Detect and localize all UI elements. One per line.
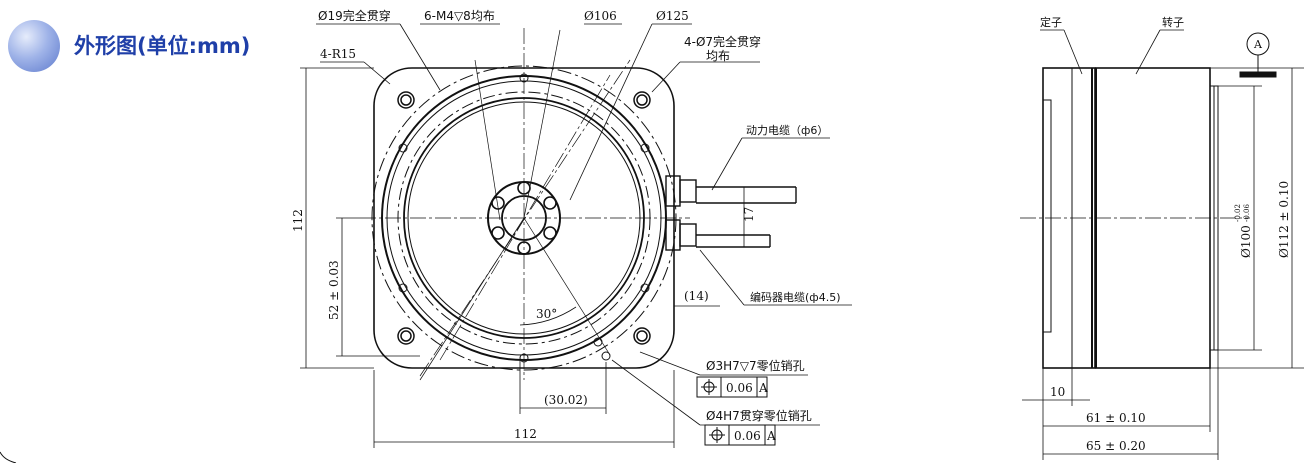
- label-dim-10: 10: [1050, 385, 1065, 399]
- label-datum: A: [1253, 38, 1263, 51]
- side-view: [1020, 29, 1304, 460]
- mount-hole: [397, 327, 415, 345]
- mount-hole: [397, 91, 415, 109]
- label-mount-holes-1: 4-Ø7完全贯穿: [684, 34, 761, 49]
- label-pin1: Ø3H7▽7零位销孔: [706, 358, 805, 373]
- label-dia-125: Ø125: [656, 9, 689, 23]
- label-pin1-ref: A: [758, 381, 768, 395]
- front-view: [300, 23, 852, 448]
- label-dia-106: Ø106: [584, 9, 617, 23]
- label-dia-100-lower: -0.06: [1243, 204, 1251, 222]
- label-pin1-tol: 0.06: [726, 381, 753, 395]
- label-dim-61: 61 ± 0.10: [1086, 411, 1146, 425]
- label-height-112: 112: [291, 209, 305, 232]
- label-width-112: 112: [514, 427, 537, 441]
- ring-screws: [398, 73, 650, 363]
- label-dim-14: (14): [684, 289, 709, 303]
- label-dia-100-upper: -0.02: [1234, 204, 1242, 222]
- tapped-hole: [543, 196, 557, 210]
- label-dim-3002: (30.02): [544, 393, 588, 407]
- label-mount-holes-2: 均布: [706, 49, 730, 63]
- tapped-hole: [491, 226, 505, 240]
- tapped-hole: [543, 226, 557, 240]
- mount-holes: [397, 91, 651, 345]
- front-view-labels: Ø19完全贯穿 6-M4▽8均布 Ø106 Ø125 4-R15 4-Ø7完全贯…: [291, 8, 840, 443]
- label-thru-19: Ø19完全贯穿: [318, 8, 391, 23]
- label-dim-65: 65 ± 0.20: [1086, 439, 1146, 453]
- label-rotor: 转子: [1162, 15, 1184, 29]
- label-encoder-cable: 编码器电缆(ф4.5): [750, 290, 840, 304]
- cable-glands: [665, 175, 797, 251]
- center-lines: [360, 28, 690, 380]
- label-pin2-tol: 0.06: [734, 429, 761, 443]
- dim-lines-bottom: [373, 187, 745, 448]
- label-pin2: Ø4H7贯穿零位销孔: [706, 408, 812, 423]
- side-view-labels: 定子 转子 A Ø100 -0.02 -0.06 Ø112 ± 0.10 10 …: [1040, 15, 1291, 453]
- fcf-frames: [696, 376, 776, 446]
- frame-curve: [0, 451, 17, 463]
- mount-hole: [633, 327, 651, 345]
- angle-arc: [519, 306, 577, 326]
- mount-hole: [633, 91, 651, 109]
- label-dim-17: 17: [742, 207, 756, 222]
- label-height-52: 52 ± 0.03: [327, 260, 341, 320]
- label-power-cable: 动力电缆（ф6）: [746, 124, 828, 137]
- label-dia-112: Ø112 ± 0.10: [1277, 181, 1291, 258]
- label-tap-holes: 6-M4▽8均布: [424, 9, 495, 23]
- label-dia-100: Ø100: [1239, 225, 1253, 258]
- leaders: [316, 23, 852, 426]
- label-pin2-ref: A: [766, 429, 776, 443]
- header: 外形图(单位:mm): [0, 0, 290, 90]
- label-stator: 定子: [1040, 15, 1062, 29]
- label-angle-30: 30°: [536, 307, 557, 321]
- dim-lines-left: [300, 67, 420, 369]
- label-corner-radius: 4-R15: [320, 47, 356, 61]
- page-title: 外形图(单位:mm): [74, 34, 251, 58]
- bullet-ball-icon: [8, 20, 60, 72]
